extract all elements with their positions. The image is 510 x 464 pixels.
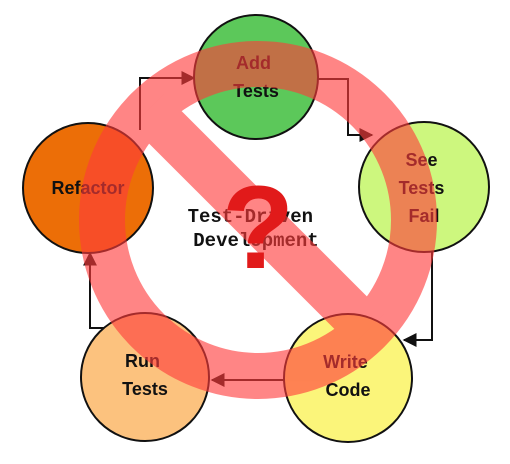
prohibition-ring <box>79 41 437 399</box>
prohibition-sign <box>79 41 437 399</box>
arrow-see-to-write <box>402 246 433 347</box>
prohibition-slash <box>131 93 385 347</box>
question-mark: ? <box>222 162 294 294</box>
